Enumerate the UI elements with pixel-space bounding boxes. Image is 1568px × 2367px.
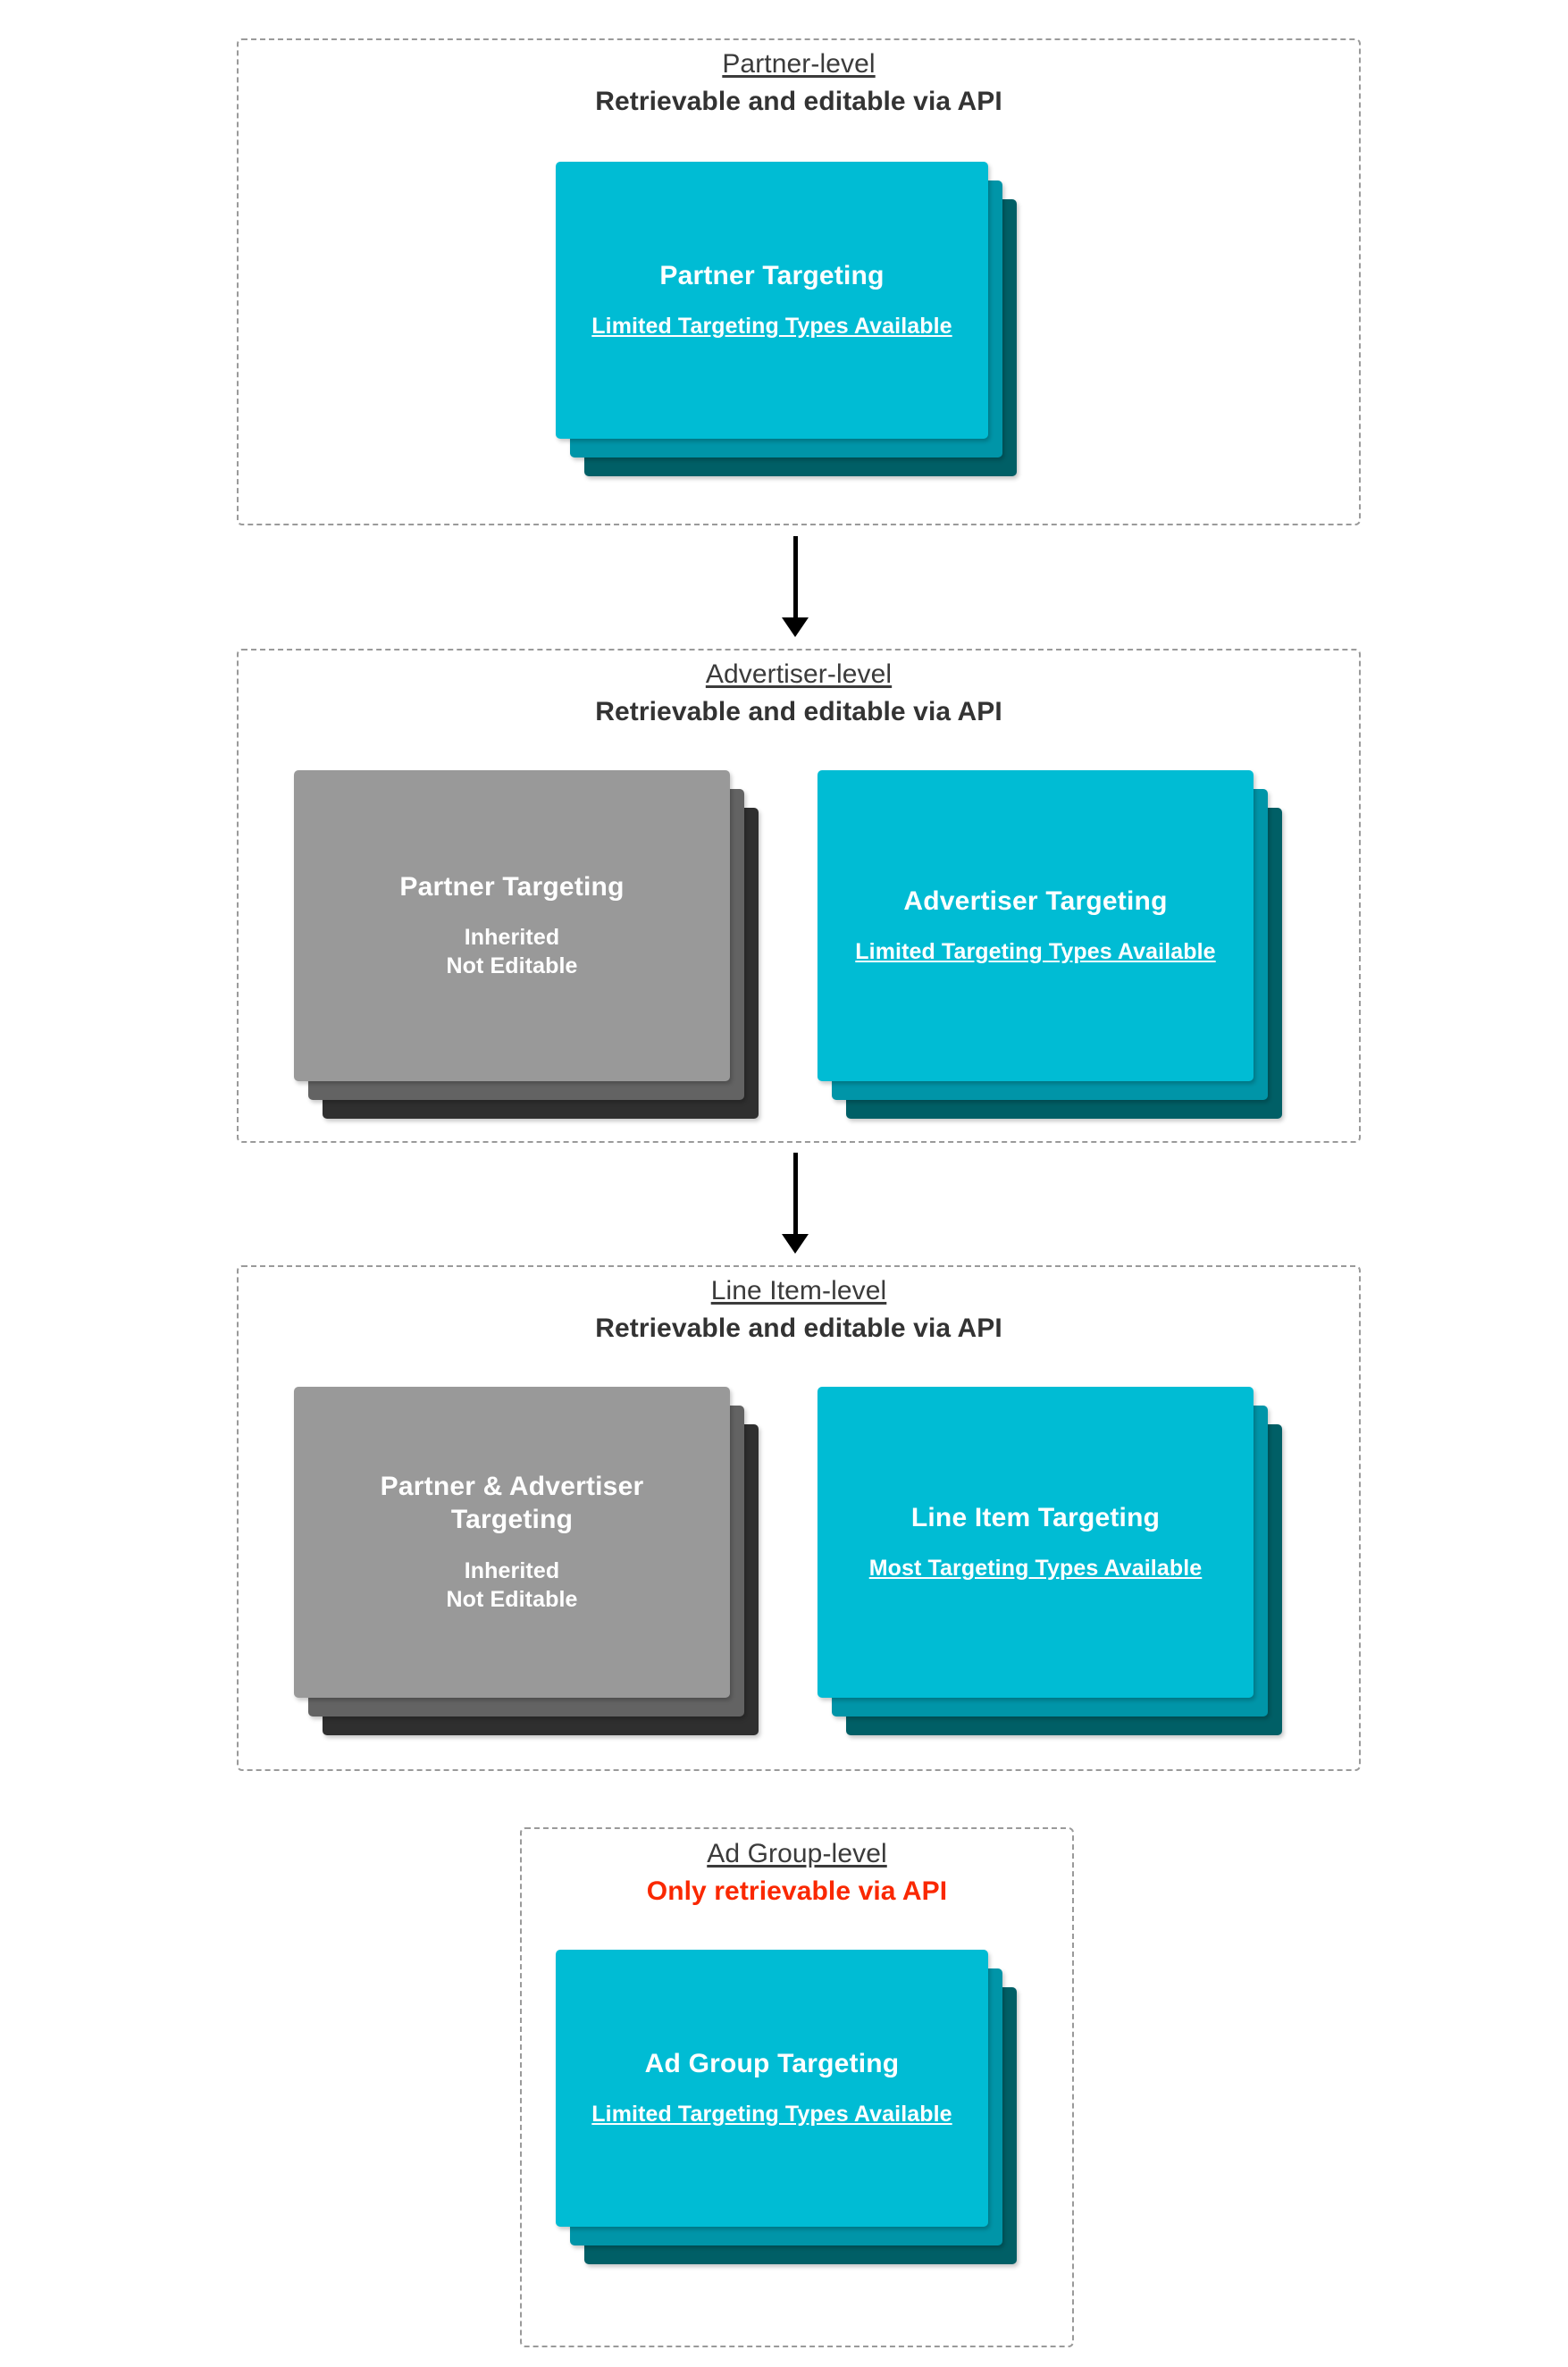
level-box-partner (237, 38, 1361, 525)
card-stack-ad-group-targeting[interactable]: Ad Group Targeting Limited Targeting Typ… (556, 1950, 1017, 2264)
level-subtitle-line-item: Retrievable and editable via API (595, 1314, 1002, 1344)
card-line-item-targeting[interactable]: Line Item Targeting Most Targeting Types… (818, 1387, 1254, 1698)
connector-advertiser-to-line-item (764, 1153, 826, 1254)
card-partner-targeting[interactable]: Partner Targeting Limited Targeting Type… (556, 162, 988, 439)
card-title: Partner & Advertiser Targeting (380, 1472, 644, 1534)
card-stack-line-item-targeting[interactable]: Line Item Targeting Most Targeting Types… (818, 1387, 1282, 1735)
card-note[interactable]: Limited Targeting Types Available (855, 939, 1216, 965)
level-box-line-item (237, 1265, 1361, 1771)
connector-line (793, 1153, 798, 1236)
connector-line (793, 536, 798, 619)
level-subtitle-advertiser: Retrievable and editable via API (595, 697, 1002, 727)
level-heading-line-item: Line Item-level Retrievable and editable… (237, 1274, 1361, 1347)
connector-arrowhead (782, 617, 809, 637)
card-advertiser-targeting[interactable]: Advertiser Targeting Limited Targeting T… (818, 770, 1254, 1081)
level-heading-advertiser: Advertiser-level Retrievable and editabl… (237, 658, 1361, 730)
level-title-advertiser: Advertiser-level (705, 659, 893, 689)
card-title: Partner Targeting (399, 871, 625, 902)
card-stack-partner-targeting[interactable]: Partner Targeting Limited Targeting Type… (556, 162, 1017, 476)
level-box-advertiser (237, 649, 1361, 1143)
level-title-partner: Partner-level (722, 49, 876, 79)
card-stack-advertiser-partner-inherited[interactable]: Partner Targeting Inherited Not Editable (294, 770, 759, 1119)
level-subtitle-ad-group: Only retrievable via API (646, 1876, 948, 1907)
level-subtitle-partner: Retrievable and editable via API (595, 87, 1002, 117)
card-note[interactable]: Limited Targeting Types Available (591, 314, 952, 340)
card-note[interactable]: Limited Targeting Types Available (591, 2102, 952, 2128)
card-title: Ad Group Targeting (644, 2048, 900, 2078)
card-stack-line-item-partner-advertiser-inherited[interactable]: Partner & Advertiser Targeting Inherited… (294, 1387, 759, 1735)
card-partner-targeting-inherited[interactable]: Partner Targeting Inherited Not Editable (294, 770, 730, 1081)
level-title-line-item: Line Item-level (710, 1276, 887, 1305)
card-stack-advertiser-targeting[interactable]: Advertiser Targeting Limited Targeting T… (818, 770, 1282, 1119)
card-note: Inherited Not Editable (446, 1557, 578, 1612)
card-title: Line Item Targeting (910, 1502, 1161, 1532)
level-heading-partner: Partner-level Retrievable and editable v… (237, 47, 1361, 120)
connector-partner-to-advertiser (764, 536, 826, 637)
card-partner-advertiser-targeting-inherited[interactable]: Partner & Advertiser Targeting Inherited… (294, 1387, 730, 1698)
level-title-ad-group: Ad Group-level (707, 1839, 887, 1868)
level-heading-ad-group: Ad Group-level Only retrievable via API (520, 1837, 1074, 1910)
card-ad-group-targeting[interactable]: Ad Group Targeting Limited Targeting Typ… (556, 1950, 988, 2227)
card-note: Inherited Not Editable (446, 925, 578, 979)
connector-arrowhead (782, 1234, 809, 1254)
level-box-ad-group (520, 1827, 1074, 2347)
card-title: Partner Targeting (659, 260, 885, 290)
card-note[interactable]: Most Targeting Types Available (868, 1556, 1203, 1582)
card-title: Advertiser Targeting (903, 886, 1168, 916)
